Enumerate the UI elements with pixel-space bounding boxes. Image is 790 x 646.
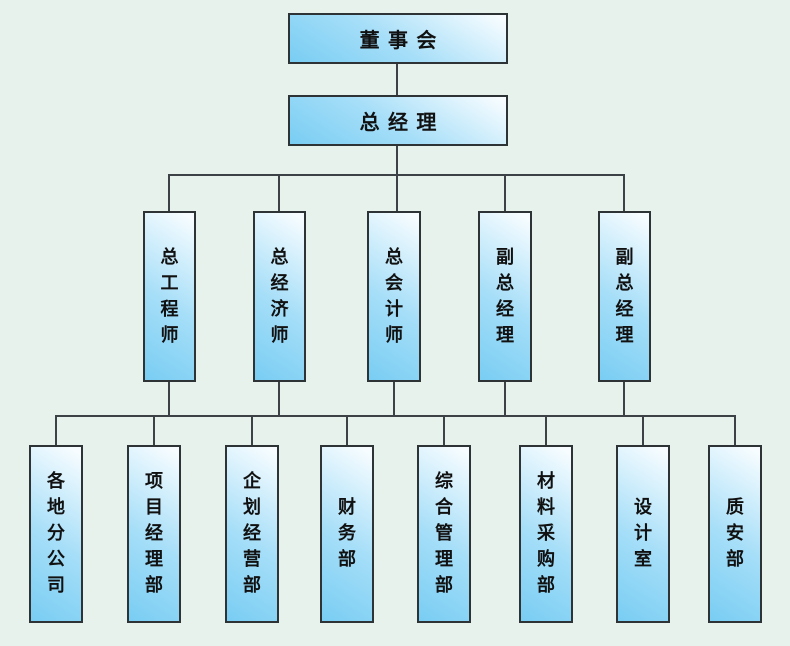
- node-project-management-dept: 项目经理部: [127, 445, 181, 623]
- connector-drop-level4: [734, 416, 736, 445]
- node-label: 财务部: [338, 497, 356, 570]
- node-label: 材料采购部: [537, 471, 555, 596]
- node-label: 总工程师: [160, 246, 179, 346]
- connector-drop-level3: [168, 175, 170, 211]
- connector-drop-level3: [504, 175, 506, 211]
- connector-drop-level3: [623, 175, 625, 211]
- node-label: 设计室: [634, 497, 652, 570]
- node-label: 各地分公司: [47, 471, 65, 596]
- connector-gm-to-bus: [396, 146, 398, 211]
- node-deputy-general-manager-2: 副总经理: [598, 211, 651, 382]
- node-chief-accountant: 总会计师: [367, 211, 421, 382]
- connector-riser-level3: [393, 382, 395, 416]
- node-material-procurement-dept: 材料采购部: [519, 445, 573, 623]
- node-label: 企划经营部: [243, 471, 261, 596]
- connector-drop-level4: [55, 416, 57, 445]
- node-general-management-dept: 综合管理部: [417, 445, 471, 623]
- node-label: 质安部: [726, 497, 744, 570]
- connector-riser-level3: [623, 382, 625, 416]
- node-label: 总经理: [359, 110, 445, 134]
- node-label: 总会计师: [385, 246, 403, 346]
- node-design-office: 设计室: [616, 445, 670, 623]
- node-quality-safety-dept: 质安部: [708, 445, 762, 623]
- node-label: 副总经理: [496, 246, 514, 346]
- connector-riser-level3: [278, 382, 280, 416]
- node-chief-engineer: 总工程师: [143, 211, 196, 382]
- node-label: 董事会: [359, 28, 445, 52]
- connector-drop-level4: [545, 416, 547, 445]
- connector-bus-level3: [168, 174, 625, 176]
- node-label: 总经济师: [270, 246, 289, 346]
- node-chief-economist: 总经济师: [253, 211, 306, 382]
- node-label: 项目经理部: [145, 471, 163, 596]
- connector-drop-level3: [278, 175, 280, 211]
- connector-bus-level4: [55, 415, 736, 417]
- connector-riser-level3: [504, 382, 506, 416]
- connector-riser-level3: [168, 382, 170, 416]
- node-deputy-general-manager-1: 副总经理: [478, 211, 532, 382]
- connector-drop-level4: [346, 416, 348, 445]
- connector-drop-level4: [251, 416, 253, 445]
- connector-root-to-gm: [396, 64, 398, 95]
- node-board-of-directors: 董事会: [288, 13, 508, 64]
- connector-drop-level4: [153, 416, 155, 445]
- connector-drop-level4: [443, 416, 445, 445]
- node-branch-companies: 各地分公司: [29, 445, 83, 623]
- node-finance-dept: 财务部: [320, 445, 374, 623]
- node-planning-operation-dept: 企划经营部: [225, 445, 279, 623]
- node-label: 副总经理: [615, 246, 634, 346]
- connector-drop-level4: [642, 416, 644, 445]
- node-general-manager: 总经理: [288, 95, 508, 146]
- node-label: 综合管理部: [435, 471, 453, 596]
